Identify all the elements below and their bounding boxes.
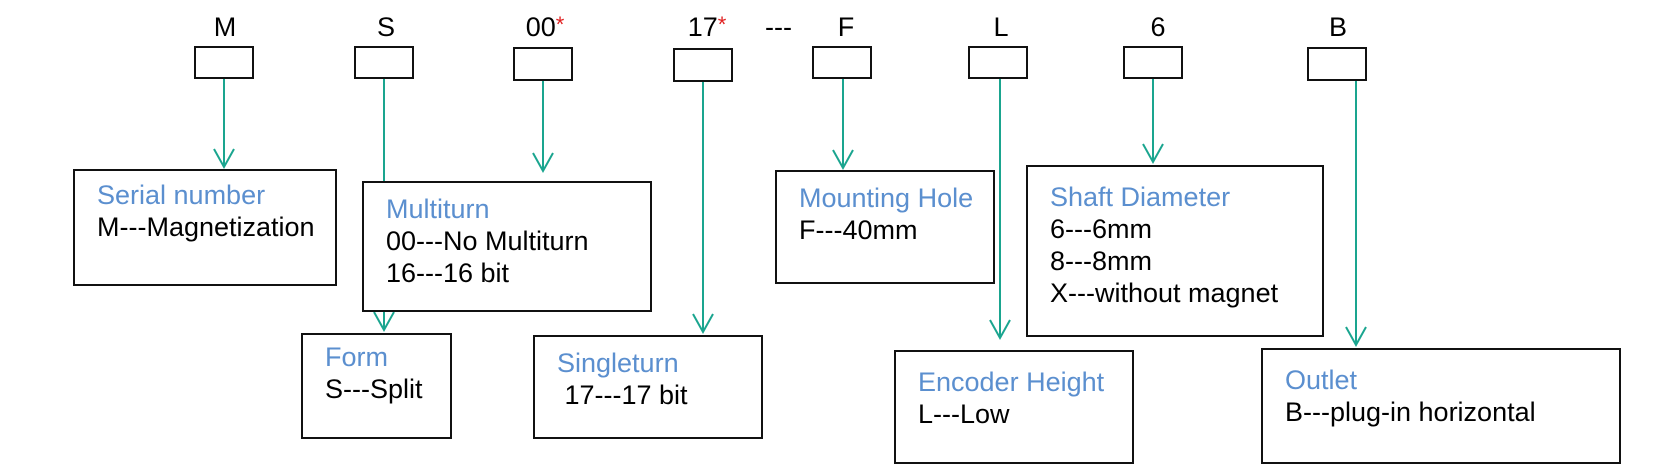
arrowhead-icon (373, 311, 395, 333)
desc-title: Shaft Diameter (1050, 182, 1231, 212)
slot-mounting-hole (812, 46, 872, 79)
arrow-mounting-hole (832, 79, 854, 171)
desc-title: Form (325, 342, 388, 372)
code-shaft-diameter: 6 (1150, 12, 1166, 42)
slot-form (354, 46, 414, 79)
arrow-serial (213, 79, 235, 170)
arrow-shaft-diameter (1142, 79, 1164, 165)
desc-multiturn: Multiturn 00---No Multiturn 16---16 bit (362, 181, 652, 312)
code-outlet: B (1328, 12, 1347, 42)
code-serial: M (213, 12, 237, 42)
desc-outlet: Outlet B---plug-in horizontal (1261, 348, 1621, 464)
desc-singleturn: Singleturn 17---17 bit (533, 335, 763, 439)
desc-mounting-hole: Mounting Hole F---40mm (775, 170, 995, 284)
desc-line: 8---8mm (1050, 246, 1152, 276)
slot-serial (194, 46, 254, 79)
code-encoder-height: L (993, 12, 1009, 42)
desc-line: 6---6mm (1050, 214, 1152, 244)
slot-outlet (1307, 47, 1367, 81)
desc-line: 16---16 bit (386, 258, 510, 288)
slot-encoder-height (968, 46, 1028, 79)
desc-form: Form S---Split (301, 333, 452, 439)
slot-shaft-diameter (1123, 46, 1183, 79)
required-marker: * (717, 12, 727, 37)
arrowhead-icon (1345, 326, 1367, 348)
desc-shaft-diameter: Shaft Diameter 6---6mm 8---8mm X---witho… (1026, 165, 1324, 337)
desc-encoder-height: Encoder Height L---Low (894, 350, 1134, 464)
desc-line: X---without magnet (1050, 278, 1279, 308)
code-multiturn: 00* (525, 12, 565, 42)
desc-title: Outlet (1285, 365, 1358, 395)
arrowhead-icon (1142, 143, 1164, 165)
arrowhead-icon (213, 148, 235, 170)
code-separator: --- (765, 12, 792, 42)
desc-title: Encoder Height (918, 367, 1105, 397)
arrowhead-icon (532, 152, 554, 174)
arrow-multiturn (532, 81, 554, 174)
required-marker: * (555, 12, 565, 37)
desc-line: F---40mm (799, 215, 918, 245)
desc-line: S---Split (325, 374, 423, 404)
desc-title: Multiturn (386, 194, 490, 224)
desc-line: 00---No Multiturn (386, 226, 589, 256)
desc-title: Mounting Hole (799, 183, 974, 213)
code-mounting-hole: F (837, 12, 855, 42)
desc-title: Serial number (97, 180, 266, 210)
desc-line: M---Magnetization (97, 212, 315, 242)
arrowhead-icon (832, 149, 854, 171)
desc-title: Singleturn (557, 348, 679, 378)
arrow-singleturn (692, 82, 714, 335)
code-singleturn: 17* (687, 12, 727, 42)
code-form: S (376, 12, 395, 42)
slot-multiturn (513, 47, 573, 81)
desc-line: L---Low (918, 399, 1010, 429)
arrowhead-icon (692, 313, 714, 335)
arrowhead-icon (989, 319, 1011, 341)
arrow-encoder-height (989, 79, 1011, 341)
desc-line: 17---17 bit (557, 380, 688, 410)
desc-line: B---plug-in horizontal (1285, 397, 1536, 427)
slot-singleturn (673, 48, 733, 82)
desc-serial-number: Serial number M---Magnetization (73, 169, 337, 286)
arrow-outlet (1345, 81, 1367, 348)
